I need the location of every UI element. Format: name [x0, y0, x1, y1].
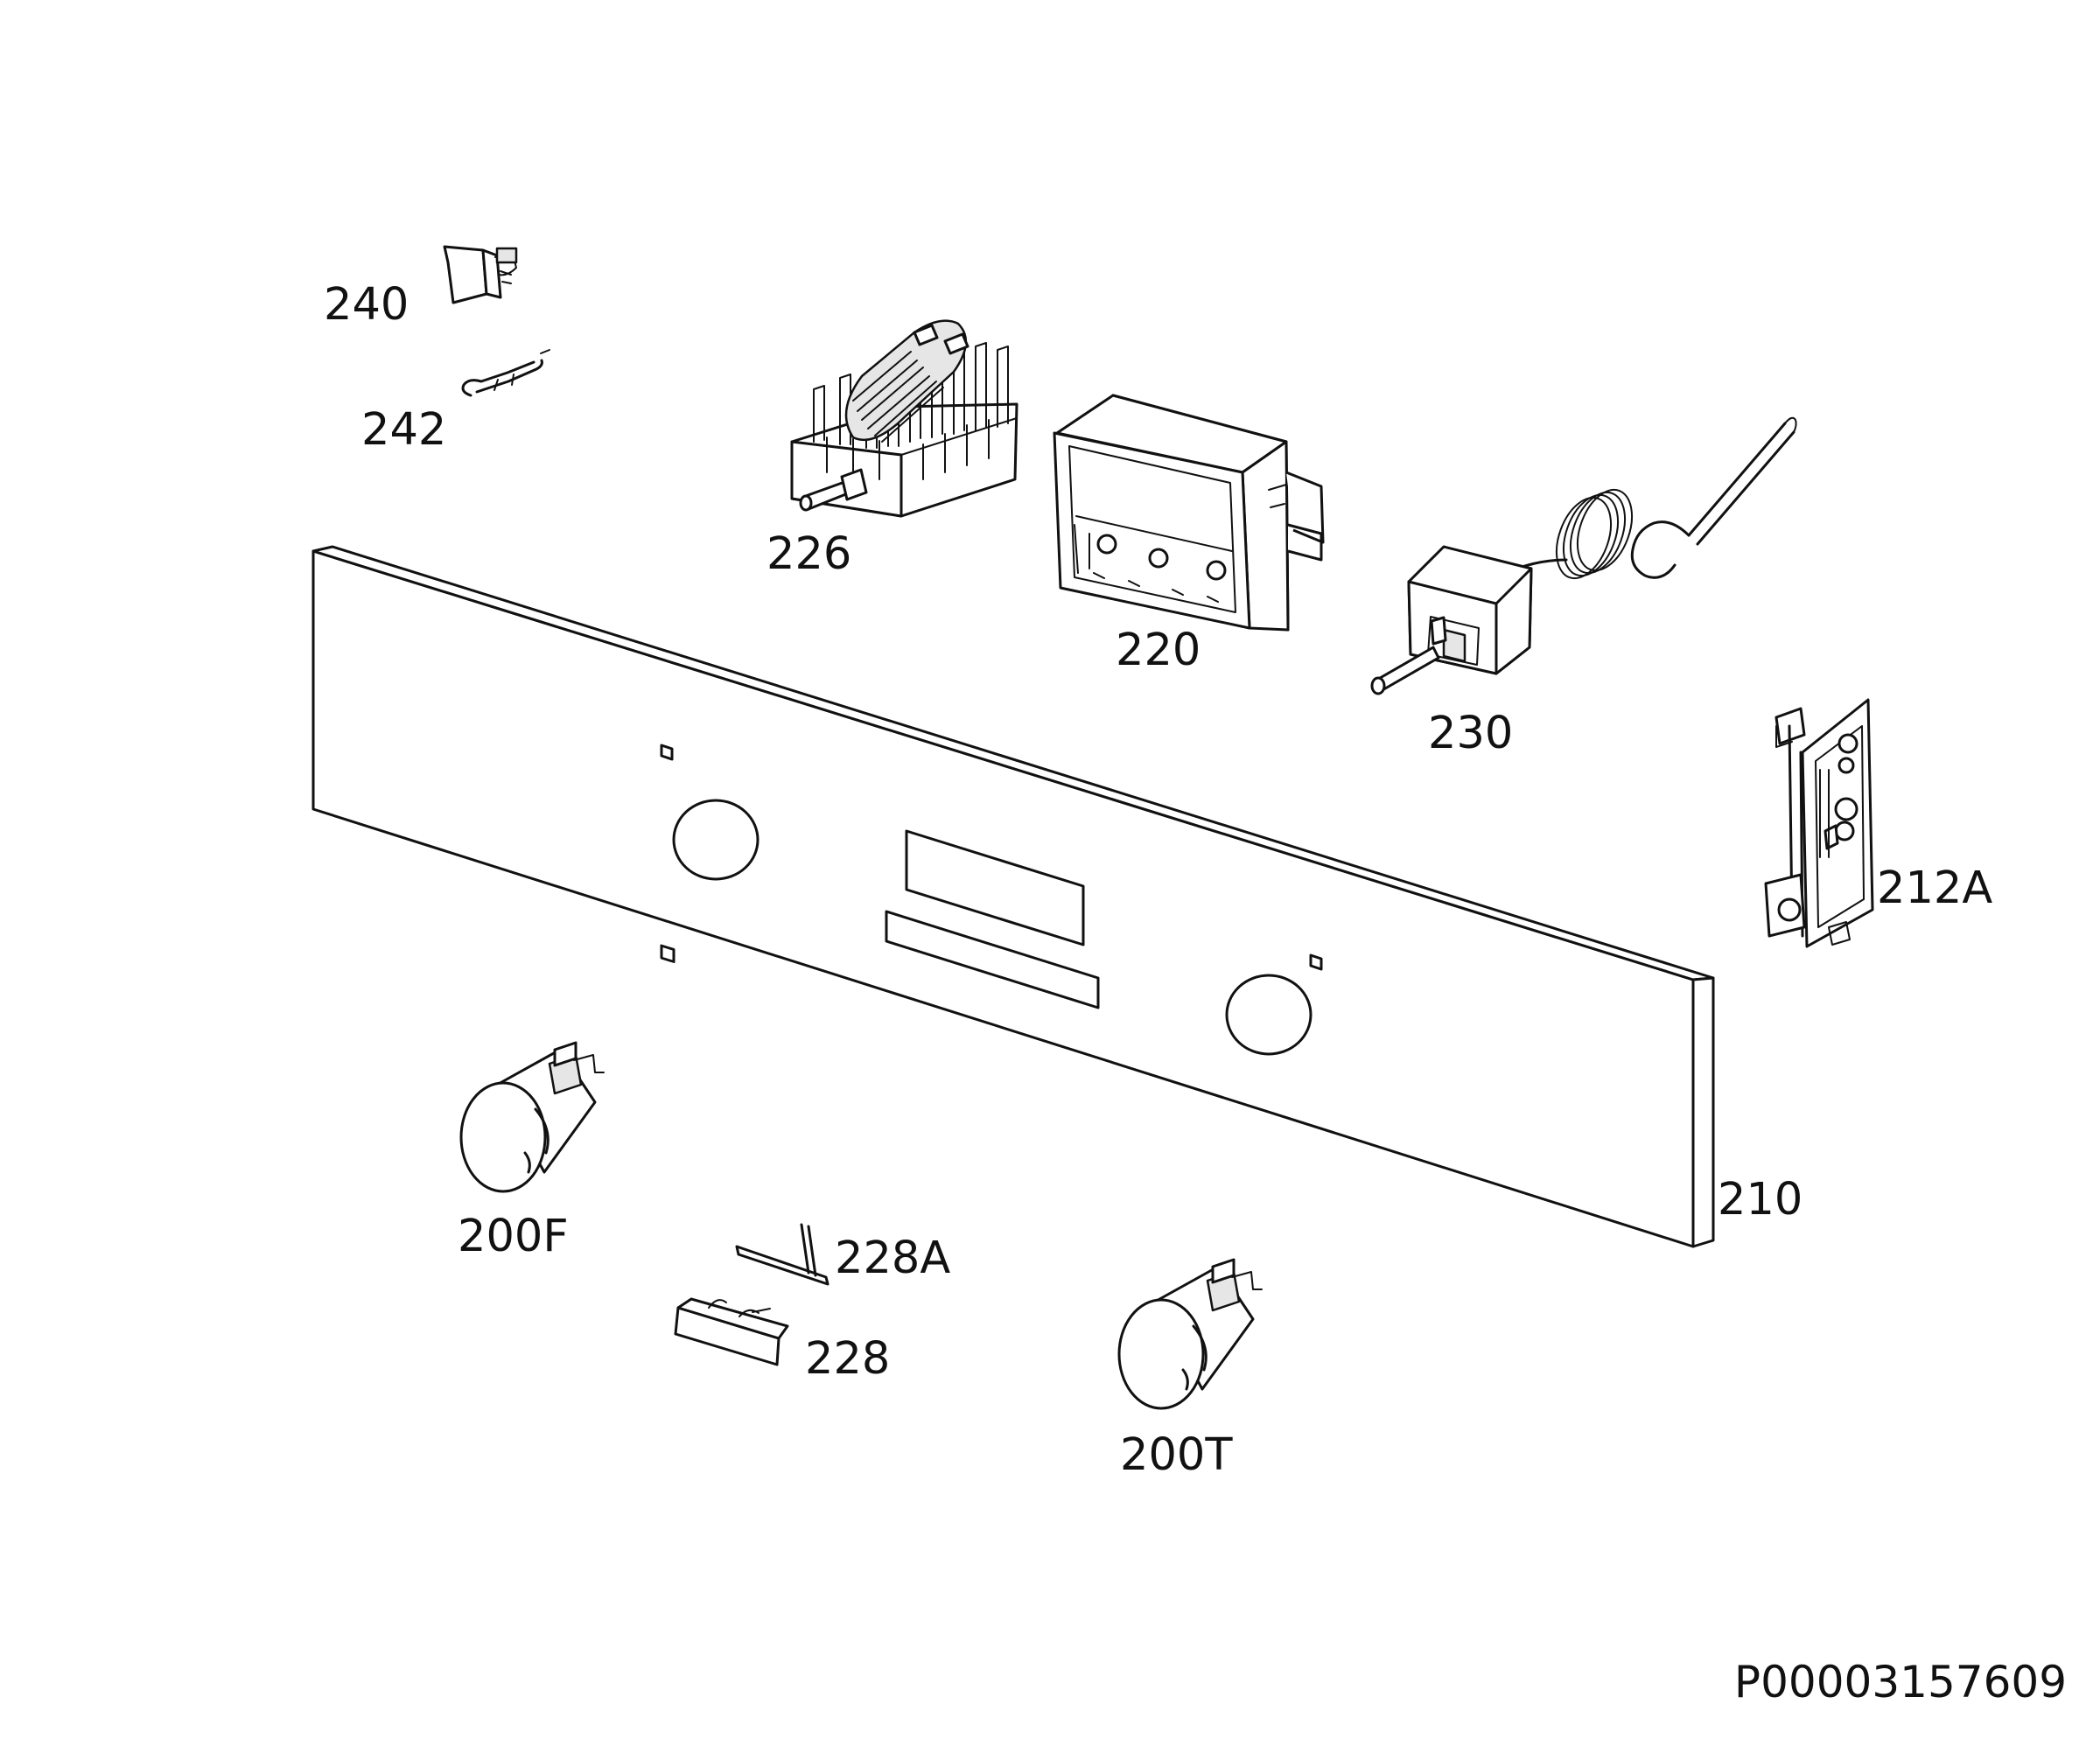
label-228: 228: [805, 1333, 890, 1385]
label-240: 240: [324, 279, 409, 331]
label-230: 230: [1428, 708, 1513, 759]
part-230-thermostat-drawing: [1370, 416, 1797, 695]
part-228-bar-drawing: [674, 1297, 789, 1366]
label-228A: 228A: [835, 1233, 950, 1284]
part-242-pin-drawing: [461, 349, 550, 397]
label-200T: 200T: [1120, 1429, 1233, 1481]
part-228A-rod-drawing: [735, 1223, 830, 1286]
label-220: 220: [1116, 625, 1200, 676]
label-210: 210: [1718, 1174, 1802, 1226]
part-210-control-panel-drawing: [312, 545, 1715, 1248]
label-242: 242: [361, 404, 446, 456]
part-240-cap-drawing: [443, 245, 518, 304]
label-226: 226: [766, 528, 851, 580]
document-id: P00003157609: [1734, 1657, 2067, 1708]
part-226-selector-switch-drawing: [790, 319, 1018, 518]
label-212A: 212A: [1877, 863, 1992, 914]
part-212A-bracket-drawing: [1764, 698, 1874, 948]
part-200T-knob-drawing: [1117, 1258, 1263, 1410]
part-200F-knob-drawing: [459, 1041, 605, 1193]
part-220-display-module-drawing: [1053, 394, 1325, 632]
label-200F: 200F: [458, 1211, 569, 1262]
